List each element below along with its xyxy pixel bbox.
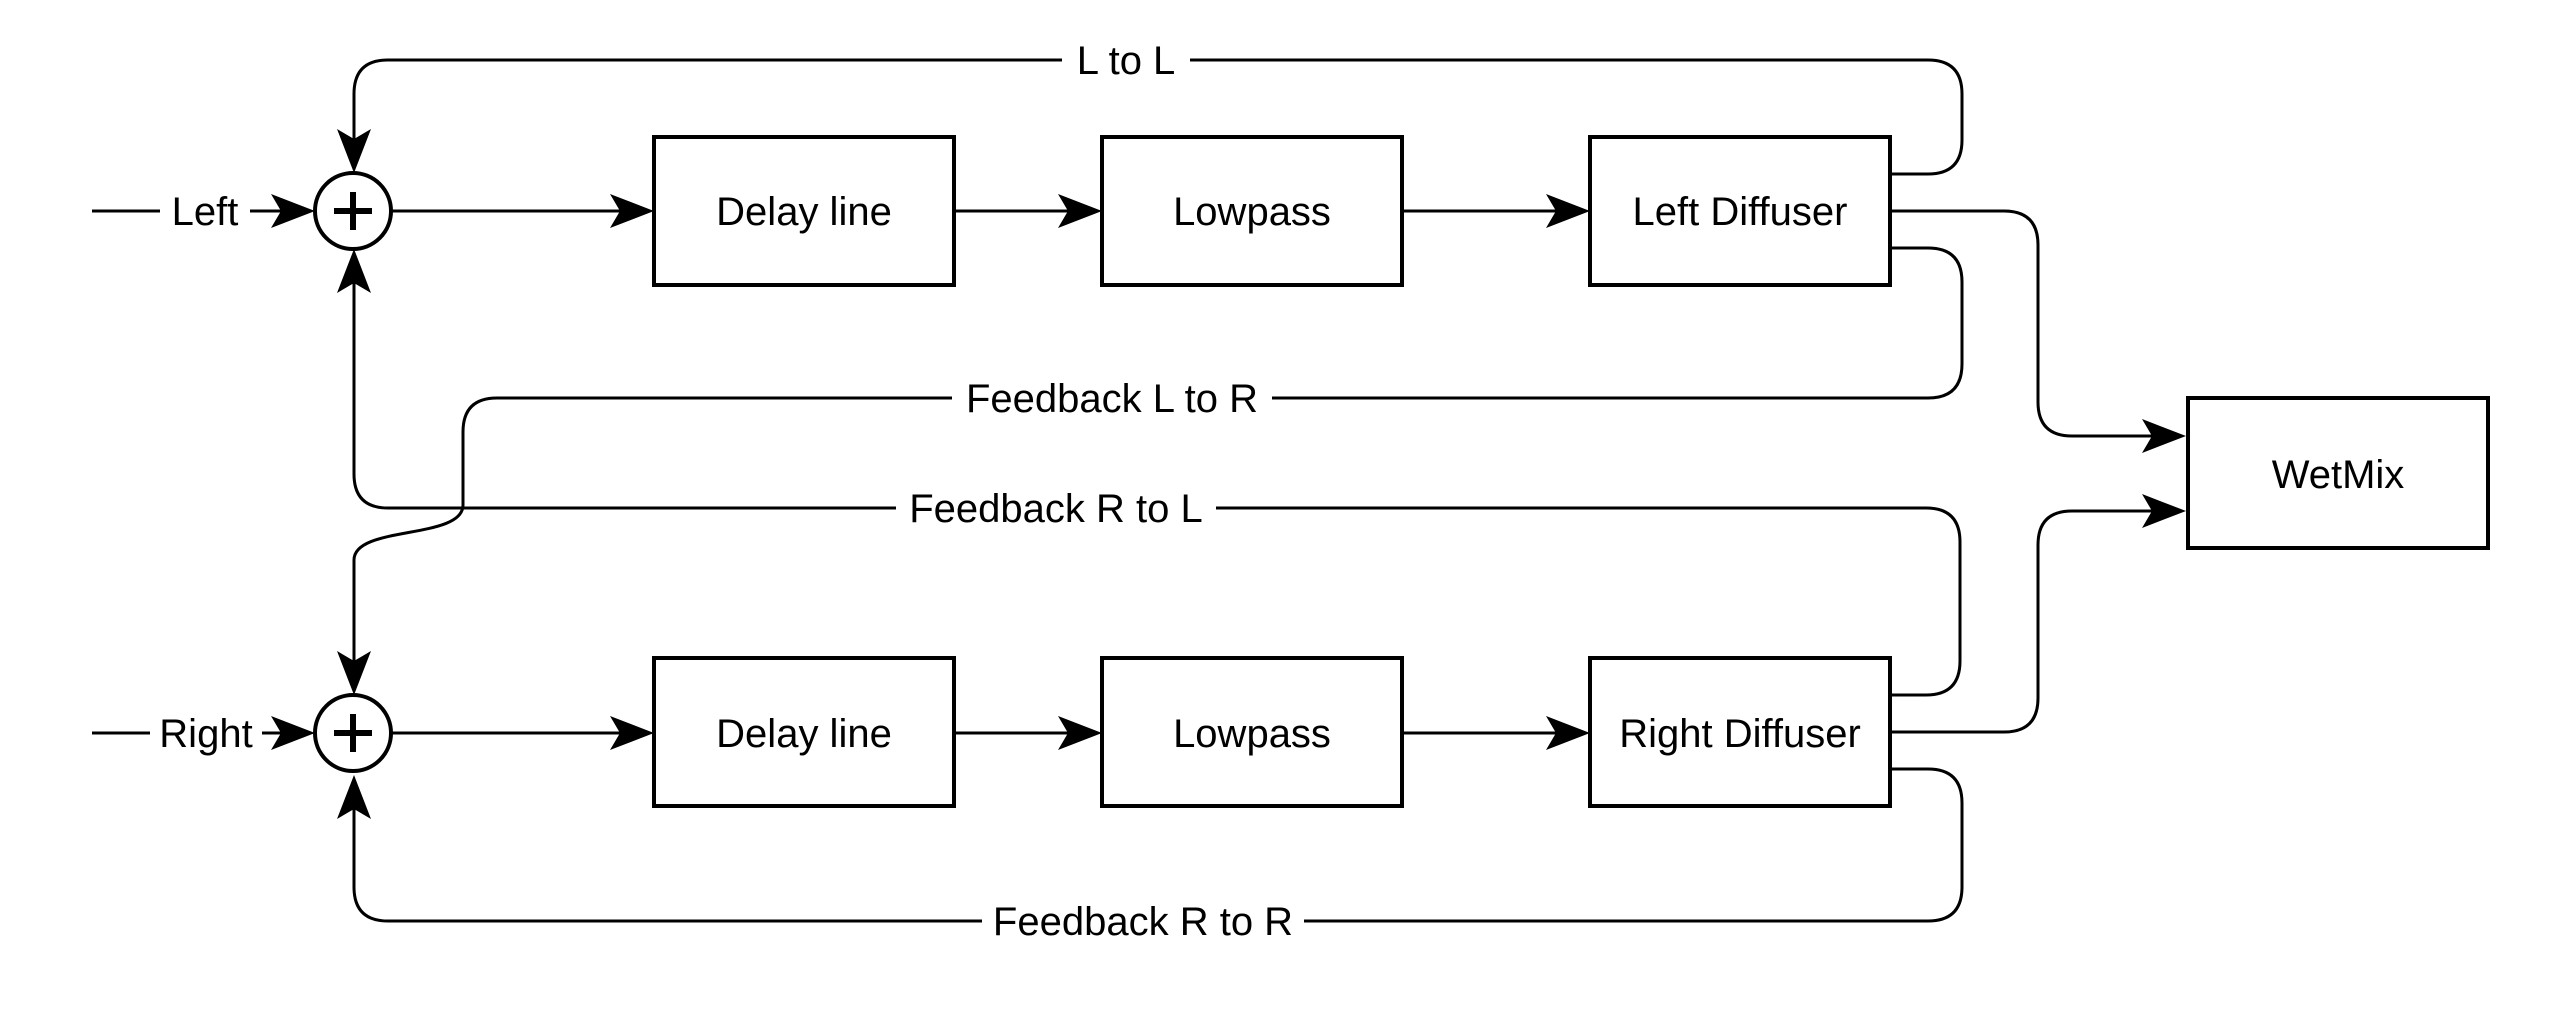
plus-icon xyxy=(334,192,372,230)
arrowhead-icon xyxy=(337,775,371,819)
arrowhead-icon xyxy=(2142,419,2186,453)
edge-label-feedback-l-to-r: Feedback L to R xyxy=(952,376,1272,421)
edge-label-feedback-r-to-r: Feedback R to R xyxy=(982,899,1304,944)
edge-label-left-input: Left xyxy=(160,189,250,234)
node-lowpass-right: Lowpass xyxy=(1100,656,1404,808)
edge-delay-to-lowpass-top xyxy=(954,194,1102,228)
arrowhead-icon xyxy=(1546,716,1590,750)
node-delay-line-right: Delay line xyxy=(652,656,956,808)
wetmix-label: WetMix xyxy=(2272,453,2405,497)
node-wetmix: WetMix xyxy=(2186,396,2490,550)
node-left-diffuser: Left Diffuser xyxy=(1588,135,1892,287)
left-input-label: Left xyxy=(172,190,239,234)
arrowhead-icon xyxy=(610,194,654,228)
edge-delay-to-lowpass-bottom xyxy=(954,716,1102,750)
edge-label-right-input: Right xyxy=(150,711,262,756)
arrowhead-icon xyxy=(1546,194,1590,228)
arrowhead-icon xyxy=(271,716,315,750)
left-diffuser-label: Left Diffuser xyxy=(1633,190,1848,234)
feedback-l-to-r-label: Feedback L to R xyxy=(966,377,1258,421)
edge-feedback-r-to-l xyxy=(337,249,1962,697)
edge-label-feedback-r-to-l: Feedback R to L xyxy=(896,486,1216,531)
lowpass-left-label: Lowpass xyxy=(1173,190,1331,234)
nodes-layer: Delay line Lowpass Left Diffuser Delay l… xyxy=(313,135,2490,808)
arrowhead-icon xyxy=(337,651,371,695)
arrowhead-icon xyxy=(610,716,654,750)
edge-sumright-to-delay xyxy=(391,716,654,750)
arrowhead-icon xyxy=(271,194,315,228)
delay-line-right-label: Delay line xyxy=(716,712,892,756)
right-input-label: Right xyxy=(159,712,252,756)
edge-feedback-l-to-r xyxy=(337,246,1964,695)
arrowhead-icon xyxy=(2142,494,2186,528)
node-lowpass-left: Lowpass xyxy=(1100,135,1404,287)
arrowhead-icon xyxy=(1058,194,1102,228)
node-delay-line-left: Delay line xyxy=(652,135,956,287)
edges-layer xyxy=(92,58,2186,923)
edge-sumleft-to-delay xyxy=(391,194,654,228)
node-sum-left xyxy=(313,171,393,251)
edge-feedback-r-to-r xyxy=(337,767,1964,923)
edge-labels-layer: Left Right L to L Feedback L to R Feedba… xyxy=(150,38,1304,944)
edge-label-l-to-l: L to L xyxy=(1062,38,1190,83)
lowpass-right-label: Lowpass xyxy=(1173,712,1331,756)
edge-feedback-l-to-l xyxy=(337,58,1964,176)
feedback-r-to-l-label: Feedback R to L xyxy=(909,487,1203,531)
edge-leftdiffuser-to-wetmix xyxy=(1890,209,2186,453)
plus-icon xyxy=(334,714,372,752)
delay-line-left-label: Delay line xyxy=(716,190,892,234)
node-sum-right xyxy=(313,693,393,773)
edge-lowpass-to-leftdiffuser xyxy=(1402,194,1590,228)
right-diffuser-label: Right Diffuser xyxy=(1619,712,1861,756)
l-to-l-label: L to L xyxy=(1077,39,1176,83)
node-right-diffuser: Right Diffuser xyxy=(1588,656,1892,808)
arrowhead-icon xyxy=(1058,716,1102,750)
feedback-r-to-r-label: Feedback R to R xyxy=(993,900,1293,944)
arrowhead-icon xyxy=(337,249,371,293)
edge-lowpass-to-rightdiffuser xyxy=(1402,716,1590,750)
arrowhead-icon xyxy=(337,129,371,173)
edge-rightdiffuser-to-wetmix xyxy=(1890,494,2186,734)
